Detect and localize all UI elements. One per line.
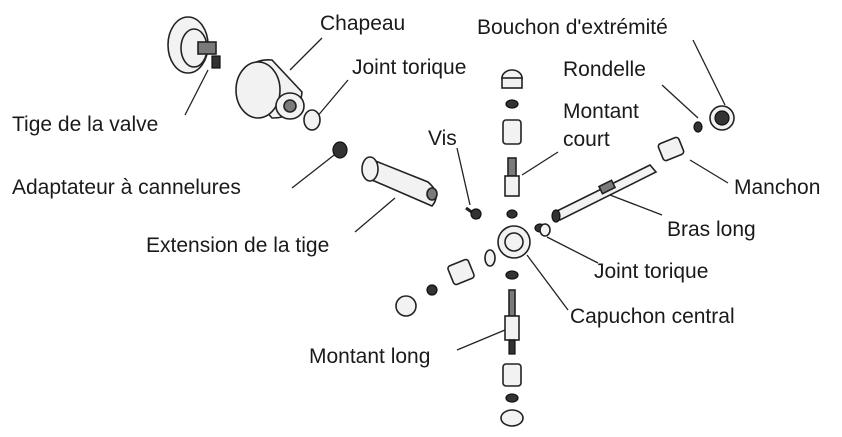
label-bras-long: Bras long <box>667 218 756 241</box>
screw-part <box>465 206 482 220</box>
leader-lines <box>184 37 729 351</box>
lower-column-parts <box>500 270 524 427</box>
label-montant-court-2: court <box>563 128 610 151</box>
bonnet-part <box>235 59 305 120</box>
label-adaptateur: Adaptateur à cannelures <box>12 176 241 199</box>
label-manchon: Manchon <box>734 176 821 199</box>
label-vis: Vis <box>428 127 457 150</box>
label-chapeau: Chapeau <box>320 12 406 35</box>
long-arm-part <box>551 164 658 223</box>
center-cap-part <box>497 209 551 259</box>
label-montant-court-1: Montant <box>563 100 639 123</box>
stem-extension-part <box>361 156 438 207</box>
label-extension: Extension de la tige <box>146 234 330 257</box>
right-end-parts <box>657 105 735 162</box>
label-rondelle: Rondelle <box>563 58 646 81</box>
label-montant-long: Montant long <box>309 345 431 368</box>
label-capuchon: Capuchon central <box>570 305 735 328</box>
label-tige-valve: Tige de la valve <box>12 113 159 136</box>
o-ring-top-part <box>303 109 321 131</box>
spline-adapter-part <box>332 141 348 159</box>
label-bouchon: Bouchon d'extrémité <box>477 16 668 39</box>
label-joint-torique-top: Joint torique <box>352 56 467 79</box>
left-end-parts <box>395 249 496 317</box>
label-joint-torique-mid: Joint torique <box>594 260 709 283</box>
valve-stem-part <box>167 16 221 74</box>
upper-column-parts <box>501 69 523 197</box>
